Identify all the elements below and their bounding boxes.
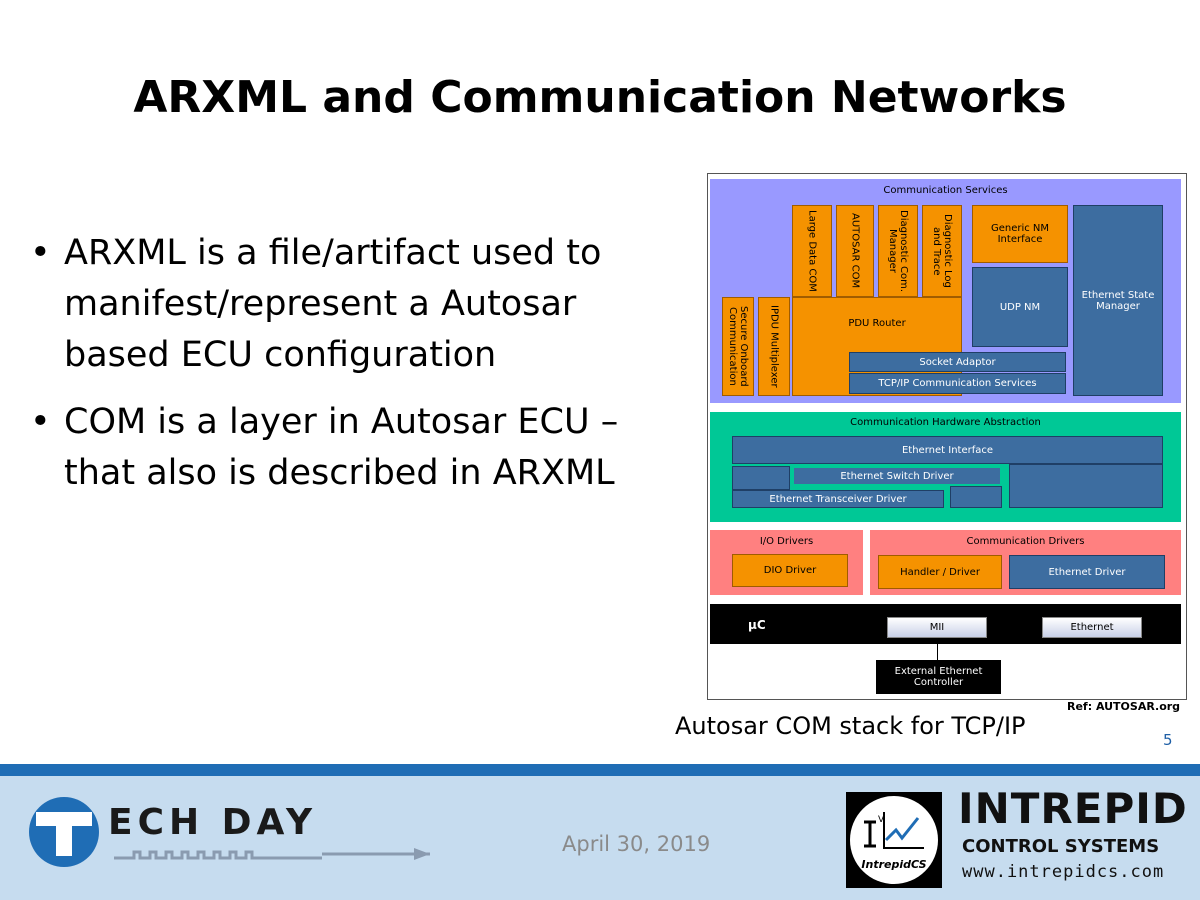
autosar-com-module: AUTOSAR COM xyxy=(836,205,874,297)
bullet-list: • ARXML is a file/artifact used to manif… xyxy=(30,228,630,515)
io-drivers-label: I/O Drivers xyxy=(759,536,814,547)
bullet-dot-icon: • xyxy=(30,233,51,273)
udp-nm-module: UDP NM xyxy=(972,267,1068,347)
mii-port: MII xyxy=(887,617,987,638)
ethernet-switch-driver-module: Ethernet Switch Driver xyxy=(792,466,1002,486)
pdu-router-label: PDU Router xyxy=(848,318,906,329)
footer xyxy=(0,776,1200,900)
communication-drivers-label: Communication Drivers xyxy=(966,536,1085,547)
bullet-text: ARXML is a file/artifact used to manifes… xyxy=(64,233,602,375)
reference-note: Ref: AUTOSAR.org xyxy=(1067,700,1181,713)
ethernet-state-manager-module: Ethernet State Manager xyxy=(1073,205,1163,396)
transceiver-left-block xyxy=(732,466,790,490)
socket-adaptor-module: Socket Adaptor xyxy=(849,352,1066,372)
bullet-dot-icon: • xyxy=(30,402,51,442)
diagram-caption: Autosar COM stack for TCP/IP xyxy=(675,712,1026,740)
intrepid-subtitle: CONTROL SYSTEMS xyxy=(962,836,1160,857)
slide-title: ARXML and Communication Networks xyxy=(133,72,1067,123)
microcontroller-label: µC xyxy=(748,618,766,632)
svg-text:V: V xyxy=(878,815,885,825)
intrepid-title: INTREPID xyxy=(958,784,1188,833)
tcpip-communication-services-module: TCP/IP Communication Services xyxy=(849,373,1066,394)
techday-logo-icon xyxy=(29,797,430,867)
ipdu-multiplexer-module: IPDU Multiplexer xyxy=(758,297,790,396)
autosar-com-stack-diagram: Communication Services Large Data COM AU… xyxy=(707,173,1187,700)
diagnostic-log-trace-module: Diagnostic Log and Trace xyxy=(922,205,962,297)
footer-divider-bar xyxy=(0,764,1200,776)
techday-logo: ECH DAY xyxy=(22,796,432,868)
techday-wordmark: ECH DAY xyxy=(108,802,318,843)
dio-driver-module: DIO Driver xyxy=(732,554,848,587)
ethernet-transceiver-driver-module: Ethernet Transceiver Driver xyxy=(732,490,944,508)
bullet-text: COM is a layer in Autosar ECU – that als… xyxy=(64,402,619,493)
presentation-date: April 30, 2019 xyxy=(562,832,711,856)
external-ethernet-controller: External Ethernet Controller xyxy=(876,660,1001,694)
intrepid-url: www.intrepidcs.com xyxy=(962,862,1165,882)
ethernet-interface-right-block xyxy=(1009,464,1163,508)
ethernet-driver-module: Ethernet Driver xyxy=(1009,555,1165,589)
mii-connector-line xyxy=(937,638,938,660)
handler-driver-module: Handler / Driver xyxy=(878,555,1002,589)
bullet-item: • ARXML is a file/artifact used to manif… xyxy=(30,228,630,381)
page-number: 5 xyxy=(1163,731,1173,749)
secure-onboard-communication-module: Secure Onboard Communication xyxy=(722,297,754,396)
diagnostic-com-manager-module: Diagnostic Com. Manager xyxy=(878,205,918,297)
ethernet-port: Ethernet xyxy=(1042,617,1142,638)
large-data-com-module: Large Data COM xyxy=(792,205,832,297)
intrepidcs-badge-text: IntrepidCS xyxy=(861,858,927,871)
hw-abstraction-label: Communication Hardware Abstraction xyxy=(850,417,1041,428)
bullet-item: • COM is a layer in Autosar ECU – that a… xyxy=(30,397,630,499)
generic-nm-interface-module: Generic NM Interface xyxy=(972,205,1068,263)
switch-driver-right-block xyxy=(950,486,1002,508)
intrepidcs-badge: V IntrepidCS xyxy=(846,792,942,888)
communication-services-label: Communication Services xyxy=(883,185,1008,196)
ethernet-interface-module: Ethernet Interface xyxy=(732,436,1163,464)
intrepidcs-badge-icon: V xyxy=(850,796,938,884)
